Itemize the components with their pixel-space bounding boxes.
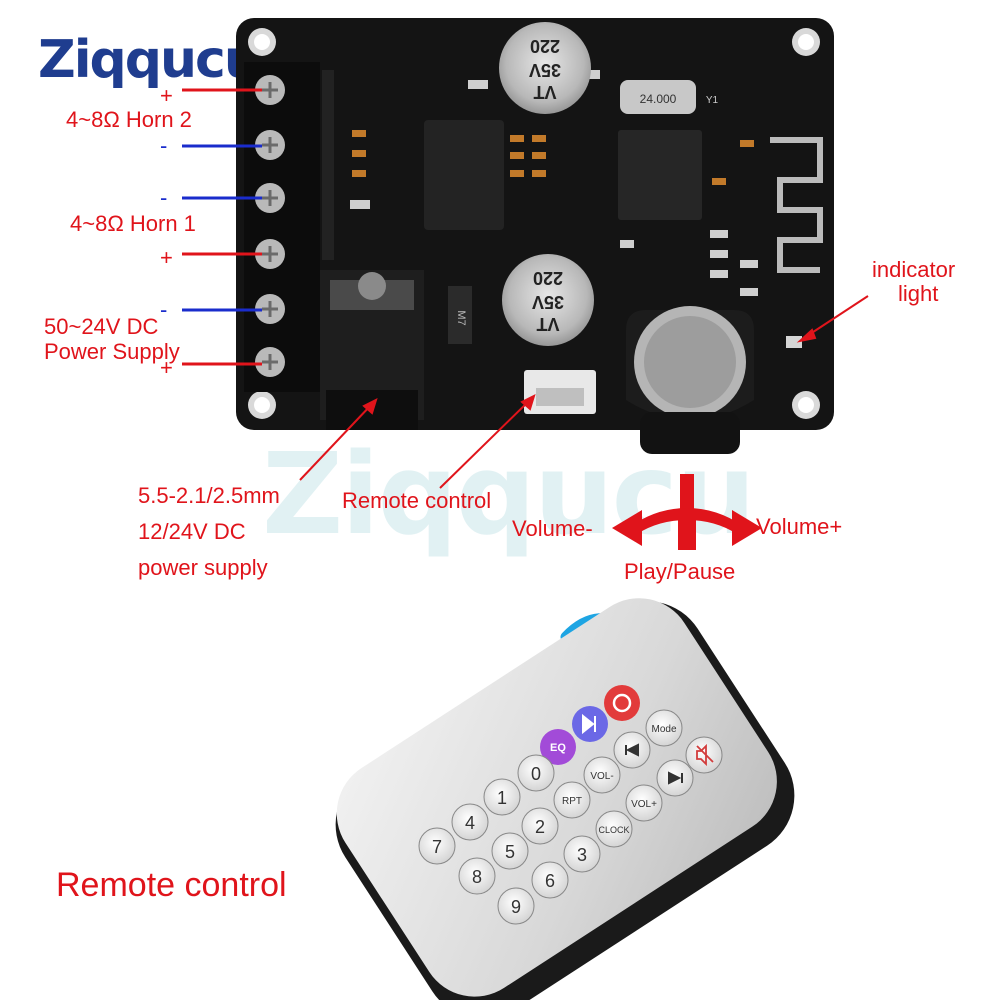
label-volume-plus: Volume+ xyxy=(756,514,843,539)
cap-top-series: VT xyxy=(533,82,556,102)
amplifier-board: 24.000 Y1 M7 VT 35V 220 VT 35V xyxy=(236,18,834,454)
remote-button-clock[interactable]: CLOCK xyxy=(595,810,633,848)
play-pause-icon xyxy=(582,713,596,735)
remote-button-7[interactable]: 7 xyxy=(418,827,456,865)
remote-button-3[interactable]: 3 xyxy=(563,835,601,873)
remote-label-6: 6 xyxy=(545,871,555,891)
remote-label-4: 4 xyxy=(465,813,475,833)
terminal-block xyxy=(244,62,320,392)
remote-label-7: 7 xyxy=(432,837,442,857)
smd-components xyxy=(352,130,754,185)
remote-label-5: 5 xyxy=(505,842,515,862)
label-indicator-line1: indicator xyxy=(872,257,956,282)
mounting-holes xyxy=(248,28,820,419)
dc-barrel-jack xyxy=(320,270,424,430)
remote-button-mute[interactable] xyxy=(685,736,723,774)
remote-label-0: 0 xyxy=(531,764,541,784)
label-power-line1: 50~24V DC xyxy=(44,314,159,339)
remote-label-2: 2 xyxy=(535,817,545,837)
terminal-screws xyxy=(255,75,285,377)
label-barrel-line2: 12/24V DC xyxy=(138,519,246,544)
remote-button-vol-minus[interactable]: VOL- xyxy=(583,756,621,794)
label-play-pause: Play/Pause xyxy=(624,559,736,584)
remote-caption: Remote control xyxy=(56,866,287,904)
remote-button-play-pause[interactable] xyxy=(572,706,608,742)
label-indicator-line2: light xyxy=(898,281,939,306)
terminal-3-polarity: - xyxy=(160,185,168,210)
crystal xyxy=(620,80,696,114)
terminal-1-polarity: + xyxy=(160,83,173,108)
remote-button-next[interactable] xyxy=(656,759,694,797)
terminal-2-polarity: - xyxy=(160,133,168,158)
remote-label-mode: Mode xyxy=(651,724,676,735)
bluetooth-chip xyxy=(618,130,702,220)
remote-label-rpt: RPT xyxy=(562,796,582,807)
remote-button-5[interactable]: 5 xyxy=(491,832,529,870)
terminal-wires xyxy=(182,88,262,366)
crystal-label: 24.000 xyxy=(640,92,677,106)
remote-button-previous[interactable] xyxy=(613,731,651,769)
remote-button-1[interactable]: 1 xyxy=(483,778,521,816)
pin-header xyxy=(322,70,334,260)
cap-bottom-series: VT xyxy=(536,314,559,334)
terminal-5-polarity: - xyxy=(160,297,168,322)
label-barrel-line1: 5.5-2.1/2.5mm xyxy=(138,483,280,508)
remote-port-connector xyxy=(524,370,596,414)
remote-label-vol-minus: VOL- xyxy=(590,771,613,782)
logo-text: Ziqqucu xyxy=(38,30,261,90)
cap-top-voltage: 35V xyxy=(529,60,561,80)
diode-label: M7 xyxy=(455,310,467,325)
capacitor-top: VT 35V 220 xyxy=(499,22,591,114)
label-horn-2: 4~8Ω Horn 2 xyxy=(66,107,192,132)
remote-button-6[interactable]: 6 xyxy=(531,861,569,899)
remote-label-eq: EQ xyxy=(550,742,566,754)
remote-button-4[interactable]: 4 xyxy=(451,803,489,841)
callout-arrows xyxy=(299,295,869,489)
remote-label-3: 3 xyxy=(577,845,587,865)
remote-label-8: 8 xyxy=(472,867,482,887)
next-icon xyxy=(668,771,683,785)
remote-button-eq[interactable]: EQ xyxy=(540,729,576,765)
remote-button-mode[interactable]: Mode xyxy=(645,709,683,747)
diode xyxy=(448,286,472,344)
remote-button-8[interactable]: 8 xyxy=(458,857,496,895)
label-barrel-line3: power supply xyxy=(138,555,268,580)
remote-label-vol-plus: VOL+ xyxy=(631,799,657,810)
mute-icon xyxy=(696,743,714,767)
encoder-control-arrows xyxy=(612,474,762,550)
cap-bottom-value: 220 xyxy=(533,268,563,288)
power-icon xyxy=(612,693,632,713)
amplifier-chip xyxy=(424,120,504,230)
remote-button-9[interactable]: 9 xyxy=(497,887,535,925)
brand-logo: Ziqqucu xyxy=(38,30,261,90)
remote-label-clock: CLOCK xyxy=(598,825,629,835)
remote-buttons: Mode EQ 0 VOL- 1 xyxy=(418,685,723,925)
remote-button-rpt[interactable]: RPT xyxy=(553,781,591,819)
remote-button-2[interactable]: 2 xyxy=(521,807,559,845)
crystal-ref: Y1 xyxy=(706,95,719,106)
previous-icon xyxy=(625,743,639,757)
remote-button-vol-plus[interactable]: VOL+ xyxy=(625,784,663,822)
label-remote-port: Remote control xyxy=(342,488,492,513)
remote-label-9: 9 xyxy=(511,897,521,917)
cap-bottom-voltage: 35V xyxy=(532,292,564,312)
remote-face xyxy=(336,598,777,997)
remote-button-power[interactable] xyxy=(604,685,640,721)
remote-button-0[interactable]: 0 xyxy=(517,754,555,792)
label-horn-1: 4~8Ω Horn 1 xyxy=(70,211,196,236)
rotary-encoder xyxy=(626,306,754,454)
capacitor-bottom: VT 35V 220 xyxy=(502,254,594,346)
terminal-6-polarity: + xyxy=(160,355,173,380)
label-power-line2: Power Supply xyxy=(44,339,180,364)
cap-top-value: 220 xyxy=(530,36,560,56)
indicator-led xyxy=(786,336,802,348)
pcb-antenna xyxy=(770,137,823,273)
label-volume-minus: Volume- xyxy=(512,516,593,541)
terminal-4-polarity: + xyxy=(160,245,173,270)
remote-label-1: 1 xyxy=(497,788,507,808)
